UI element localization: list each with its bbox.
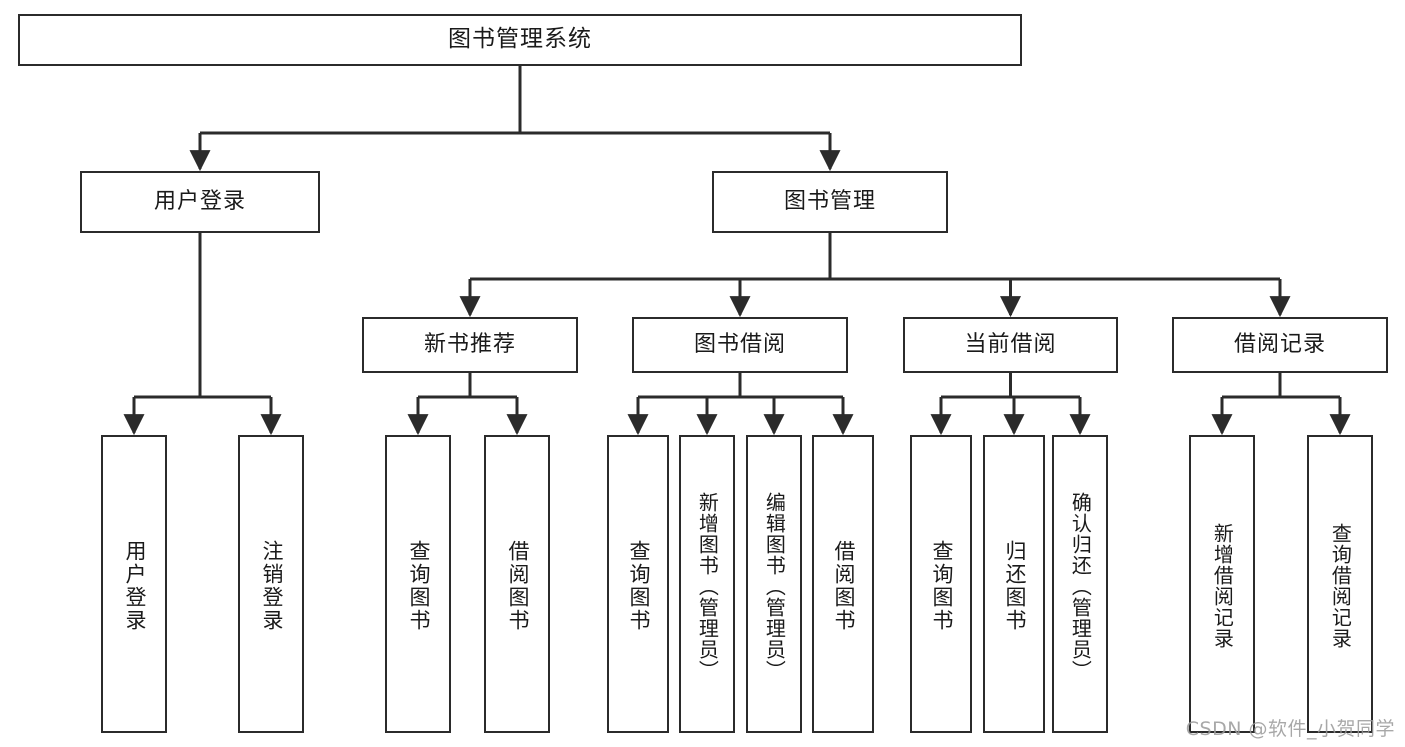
node-book-borrow[interactable]: 图书借阅 bbox=[632, 317, 848, 373]
node-leaf-borrow-book-2-label: 借阅图书 bbox=[831, 540, 856, 632]
node-borrow-record[interactable]: 借阅记录 bbox=[1172, 317, 1388, 373]
node-leaf-add-book[interactable]: 新增图书（管理员） bbox=[679, 435, 735, 733]
node-leaf-return-book-label: 归还图书 bbox=[1002, 540, 1027, 632]
node-leaf-edit-book-label: 编辑图书（管理员） bbox=[762, 491, 787, 681]
csdn-watermark: CSDN @软件_小贺同学 bbox=[1185, 718, 1395, 740]
node-leaf-add-book-label: 新增图书（管理员） bbox=[695, 491, 720, 681]
node-user-login[interactable]: 用户登录 bbox=[80, 171, 320, 233]
node-leaf-confirm-return-label: 确认归还（管理员） bbox=[1068, 491, 1093, 681]
node-borrow-record-label: 借阅记录 bbox=[1233, 331, 1326, 357]
node-current-borrow[interactable]: 当前借阅 bbox=[903, 317, 1118, 373]
node-leaf-borrow-book-1[interactable]: 借阅图书 bbox=[484, 435, 550, 733]
node-leaf-logout[interactable]: 注销登录 bbox=[238, 435, 304, 733]
node-leaf-confirm-return[interactable]: 确认归还（管理员） bbox=[1052, 435, 1108, 733]
node-new-book-recommend[interactable]: 新书推荐 bbox=[362, 317, 578, 373]
node-current-borrow-label: 当前借阅 bbox=[964, 331, 1057, 357]
node-leaf-search-book-1-label: 查询图书 bbox=[406, 540, 431, 632]
node-leaf-add-record[interactable]: 新增借阅记录 bbox=[1189, 435, 1255, 733]
node-leaf-return-book[interactable]: 归还图书 bbox=[983, 435, 1045, 733]
node-user-login-label: 用户登录 bbox=[153, 188, 246, 214]
node-leaf-user-login[interactable]: 用户登录 bbox=[101, 435, 167, 733]
node-leaf-search-book-2[interactable]: 查询图书 bbox=[607, 435, 669, 733]
node-leaf-search-book-2-label: 查询图书 bbox=[626, 540, 651, 632]
node-leaf-edit-book[interactable]: 编辑图书（管理员） bbox=[746, 435, 802, 733]
node-book-manage-label: 图书管理 bbox=[783, 188, 876, 214]
node-leaf-search-book-1[interactable]: 查询图书 bbox=[385, 435, 451, 733]
node-leaf-add-record-label: 新增借阅记录 bbox=[1210, 523, 1235, 649]
node-root[interactable]: 图书管理系统 bbox=[18, 14, 1022, 66]
node-leaf-search-book-3-label: 查询图书 bbox=[929, 540, 954, 632]
node-leaf-search-book-3[interactable]: 查询图书 bbox=[910, 435, 972, 733]
node-leaf-logout-label: 注销登录 bbox=[259, 540, 284, 632]
node-book-borrow-label: 图书借阅 bbox=[693, 331, 786, 357]
node-book-manage[interactable]: 图书管理 bbox=[712, 171, 948, 233]
node-leaf-query-record[interactable]: 查询借阅记录 bbox=[1307, 435, 1373, 733]
node-leaf-user-login-label: 用户登录 bbox=[122, 540, 147, 632]
node-root-label: 图书管理系统 bbox=[448, 26, 592, 53]
node-new-book-recommend-label: 新书推荐 bbox=[423, 331, 516, 357]
node-leaf-borrow-book-1-label: 借阅图书 bbox=[505, 540, 530, 632]
node-leaf-query-record-label: 查询借阅记录 bbox=[1328, 523, 1353, 649]
node-leaf-borrow-book-2[interactable]: 借阅图书 bbox=[812, 435, 874, 733]
